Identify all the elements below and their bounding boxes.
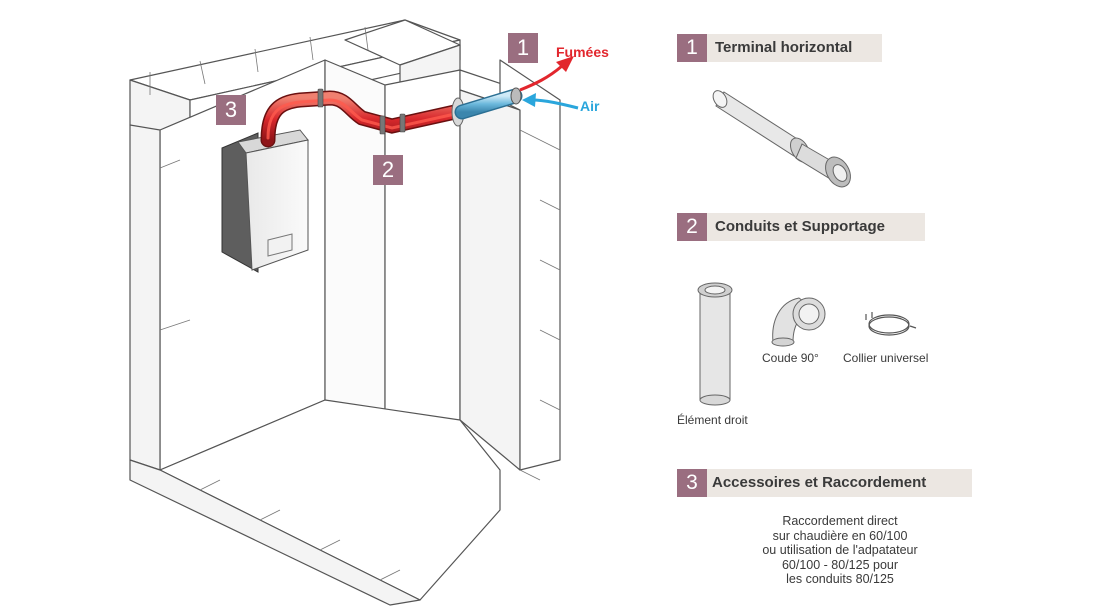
section-conduits-supportage: 2 Conduits et Supportage [677,213,925,241]
flue-gas-label: Fumées [556,44,609,60]
room-walls [129,19,561,606]
diagram-badge-2: 2 [373,155,403,185]
section-terminal-horizontal: 1 Terminal horizontal [677,34,882,62]
section-number-2: 2 [677,213,707,241]
room-installation-diagram [129,19,579,606]
description-line-3: ou utilisation de l'adpatateur [762,543,918,557]
description-line-4: 60/100 - 80/125 pour [781,557,899,572]
description-line-1: Raccordement direct [782,514,898,528]
section-title-3: Accessoires et Raccordement [712,474,927,491]
elbow-90-illustration [771,297,826,347]
description-line-2: sur chaudière en 60/100 [772,528,908,543]
diagram-badge-1: 1 [508,33,538,63]
diagram-badge-3: 3 [216,95,246,125]
straight-pipe-illustration [697,282,733,406]
section-title-1: Terminal horizontal [715,39,853,56]
section-number-1: 1 [677,34,707,62]
accessories-description: Raccordement direct sur chaudière en 60/… [700,514,980,587]
air-intake-arrow [522,93,579,110]
part-label-collier: Collier universel [843,351,929,365]
universal-collar-illustration [865,312,917,336]
terminal-horizontal-illustration [712,90,851,188]
part-label-coude: Coude 90° [762,351,819,365]
wall-block-lines [149,26,561,581]
description-line-5: les conduits 80/125 [786,572,894,586]
boiler-unit [221,129,309,273]
part-label-element-droit: Élément droit [677,413,748,427]
section-title-2: Conduits et Supportage [715,218,885,235]
flue-pipe-run [260,87,523,148]
section-accessoires-raccordement: 3 Accessoires et Raccordement [677,469,972,497]
flue-gas-arrow [519,56,574,92]
air-intake-label: Air [580,98,600,114]
section-number-3: 3 [677,469,707,497]
